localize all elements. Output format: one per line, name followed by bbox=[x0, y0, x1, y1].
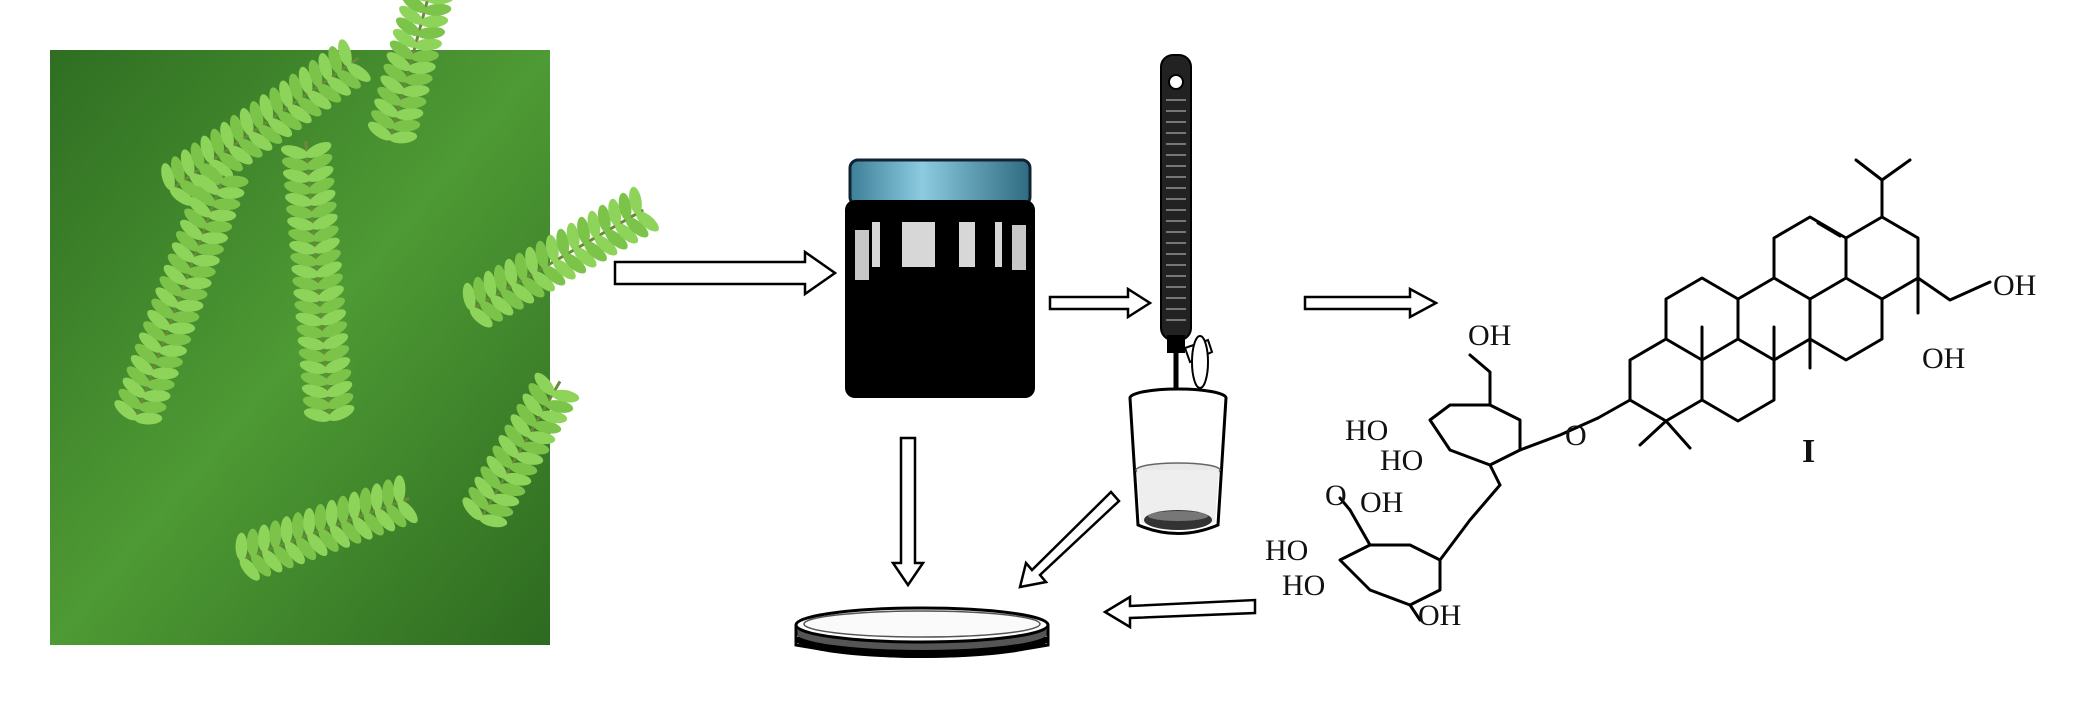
extraction-jar bbox=[845, 158, 1035, 398]
label-glyco-o: O bbox=[1565, 419, 1587, 452]
arrow-jar-to-dish bbox=[890, 436, 926, 588]
arrow-jar-to-column bbox=[1048, 286, 1153, 320]
chromatography-column bbox=[1160, 54, 1214, 450]
arrow-structure-to-dish bbox=[1102, 594, 1257, 630]
collection-beaker bbox=[1128, 387, 1228, 535]
compound-number: I bbox=[1802, 433, 1815, 470]
petri-dish bbox=[794, 606, 1050, 658]
label-ho-left1: HO bbox=[1265, 534, 1308, 567]
label-oh-bottom: OH bbox=[1418, 599, 1461, 632]
label-acid-oh: OH bbox=[1360, 486, 1403, 519]
saponin-structure bbox=[1338, 158, 1992, 622]
arrow-column-to-structure bbox=[1303, 286, 1439, 320]
arrow-plant-to-jar bbox=[613, 249, 838, 297]
arrow-beaker-to-dish bbox=[1018, 490, 1121, 589]
label-oh-right2: OH bbox=[1922, 342, 1965, 375]
label-ho-left2: HO bbox=[1282, 569, 1325, 602]
plant-photo bbox=[50, 0, 659, 645]
label-acid-o: O bbox=[1325, 479, 1347, 512]
label-ho-ring1: HO bbox=[1345, 414, 1388, 447]
label-oh-top: OH bbox=[1468, 319, 1511, 352]
label-ho-ring2: HO bbox=[1380, 444, 1423, 477]
label-oh-right1: OH bbox=[1993, 269, 2036, 302]
